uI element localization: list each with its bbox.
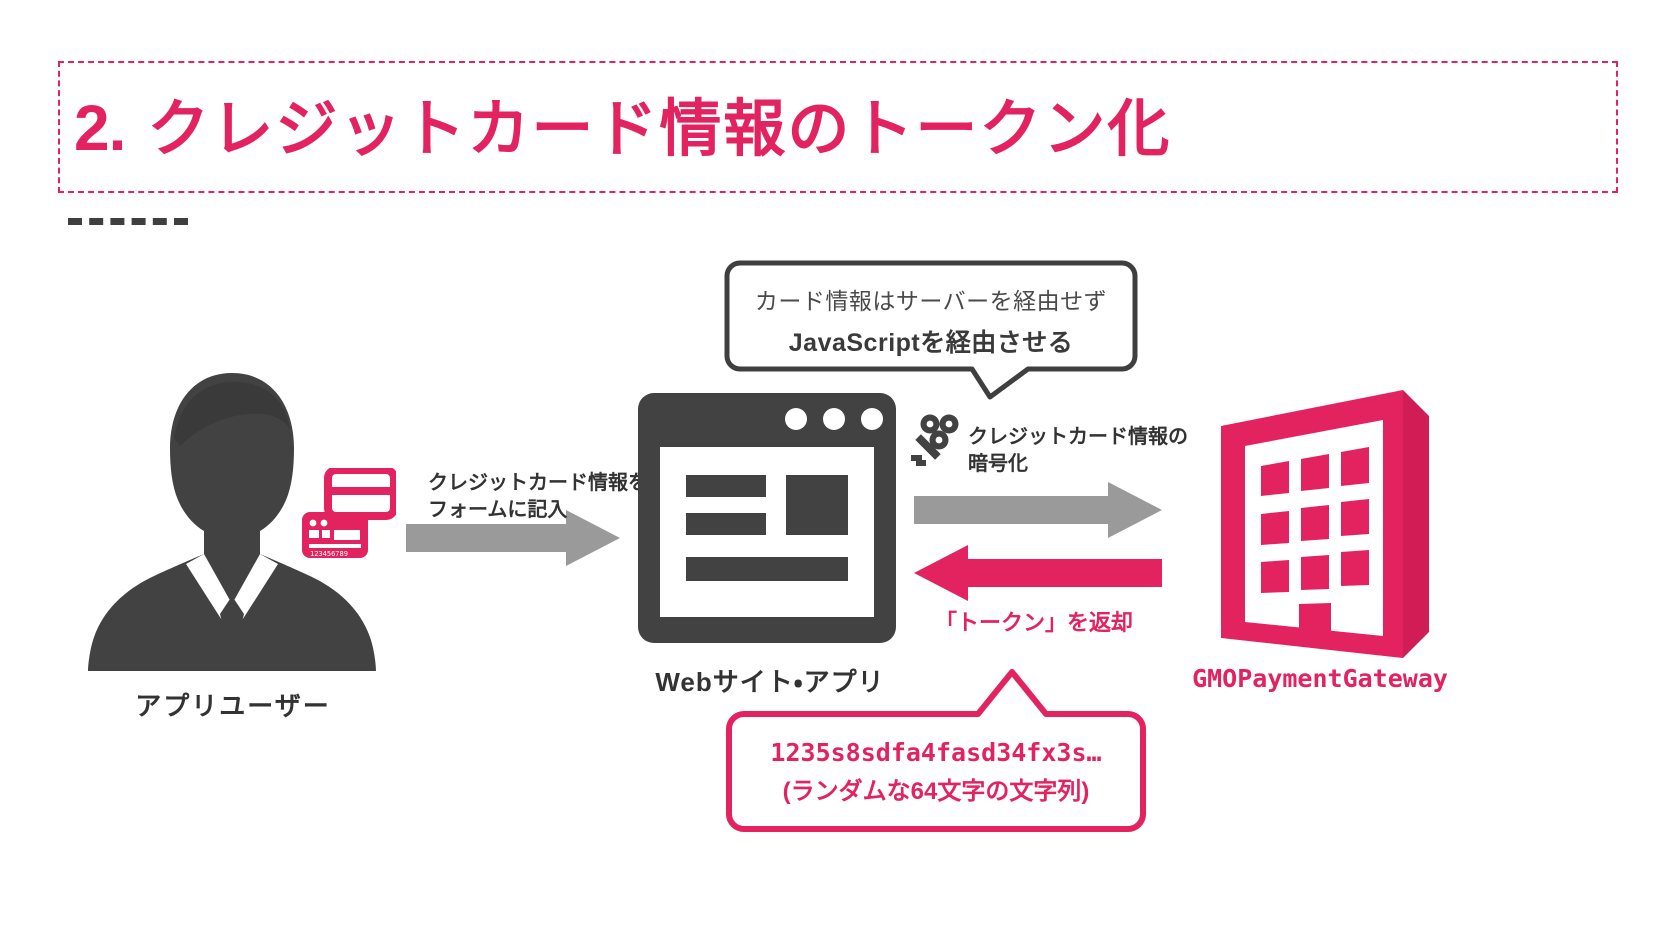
callout-javascript-note (724, 260, 1138, 400)
title-number: 2. (74, 92, 126, 164)
caption-encryption-line2: 暗号化 (968, 453, 1028, 475)
svg-text:123456789: 123456789 (310, 550, 348, 558)
title-underline-rule (68, 218, 188, 225)
key-icon (911, 414, 959, 466)
person-icon (88, 373, 376, 671)
callout-token-sample (726, 669, 1146, 832)
caption-encryption: クレジットカード情報の 暗号化 (968, 424, 1188, 478)
arrow-gateway-to-site (914, 545, 1162, 601)
credit-card-icon: 123456789 (302, 468, 396, 558)
title-text: クレジットカード情報のトークン化 (147, 95, 1172, 164)
label-app-user: アプリユーザー (135, 691, 331, 721)
caption-form-entry-line2: フォームに記入 (428, 499, 568, 521)
caption-form-entry-line1: クレジットカード情報を (428, 472, 648, 494)
browser-window-icon (638, 393, 896, 643)
caption-token-return: 「トークン」を返却 (935, 610, 1134, 635)
arrow-site-to-gateway (914, 482, 1162, 538)
caption-encryption-line1: クレジットカード情報の (968, 426, 1188, 448)
label-gmo-payment-gateway: GMOPaymentGateway (1192, 664, 1448, 693)
building-icon (1221, 390, 1429, 658)
title-dashed-frame (58, 61, 1618, 193)
arrow-user-to-site (406, 510, 620, 566)
label-website-app: Webサイト・アプリ (655, 667, 885, 697)
page-title: 2. クレジットカード情報のトークン化 (74, 78, 1171, 168)
caption-form-entry: クレジットカード情報を フォームに記入 (428, 470, 648, 524)
